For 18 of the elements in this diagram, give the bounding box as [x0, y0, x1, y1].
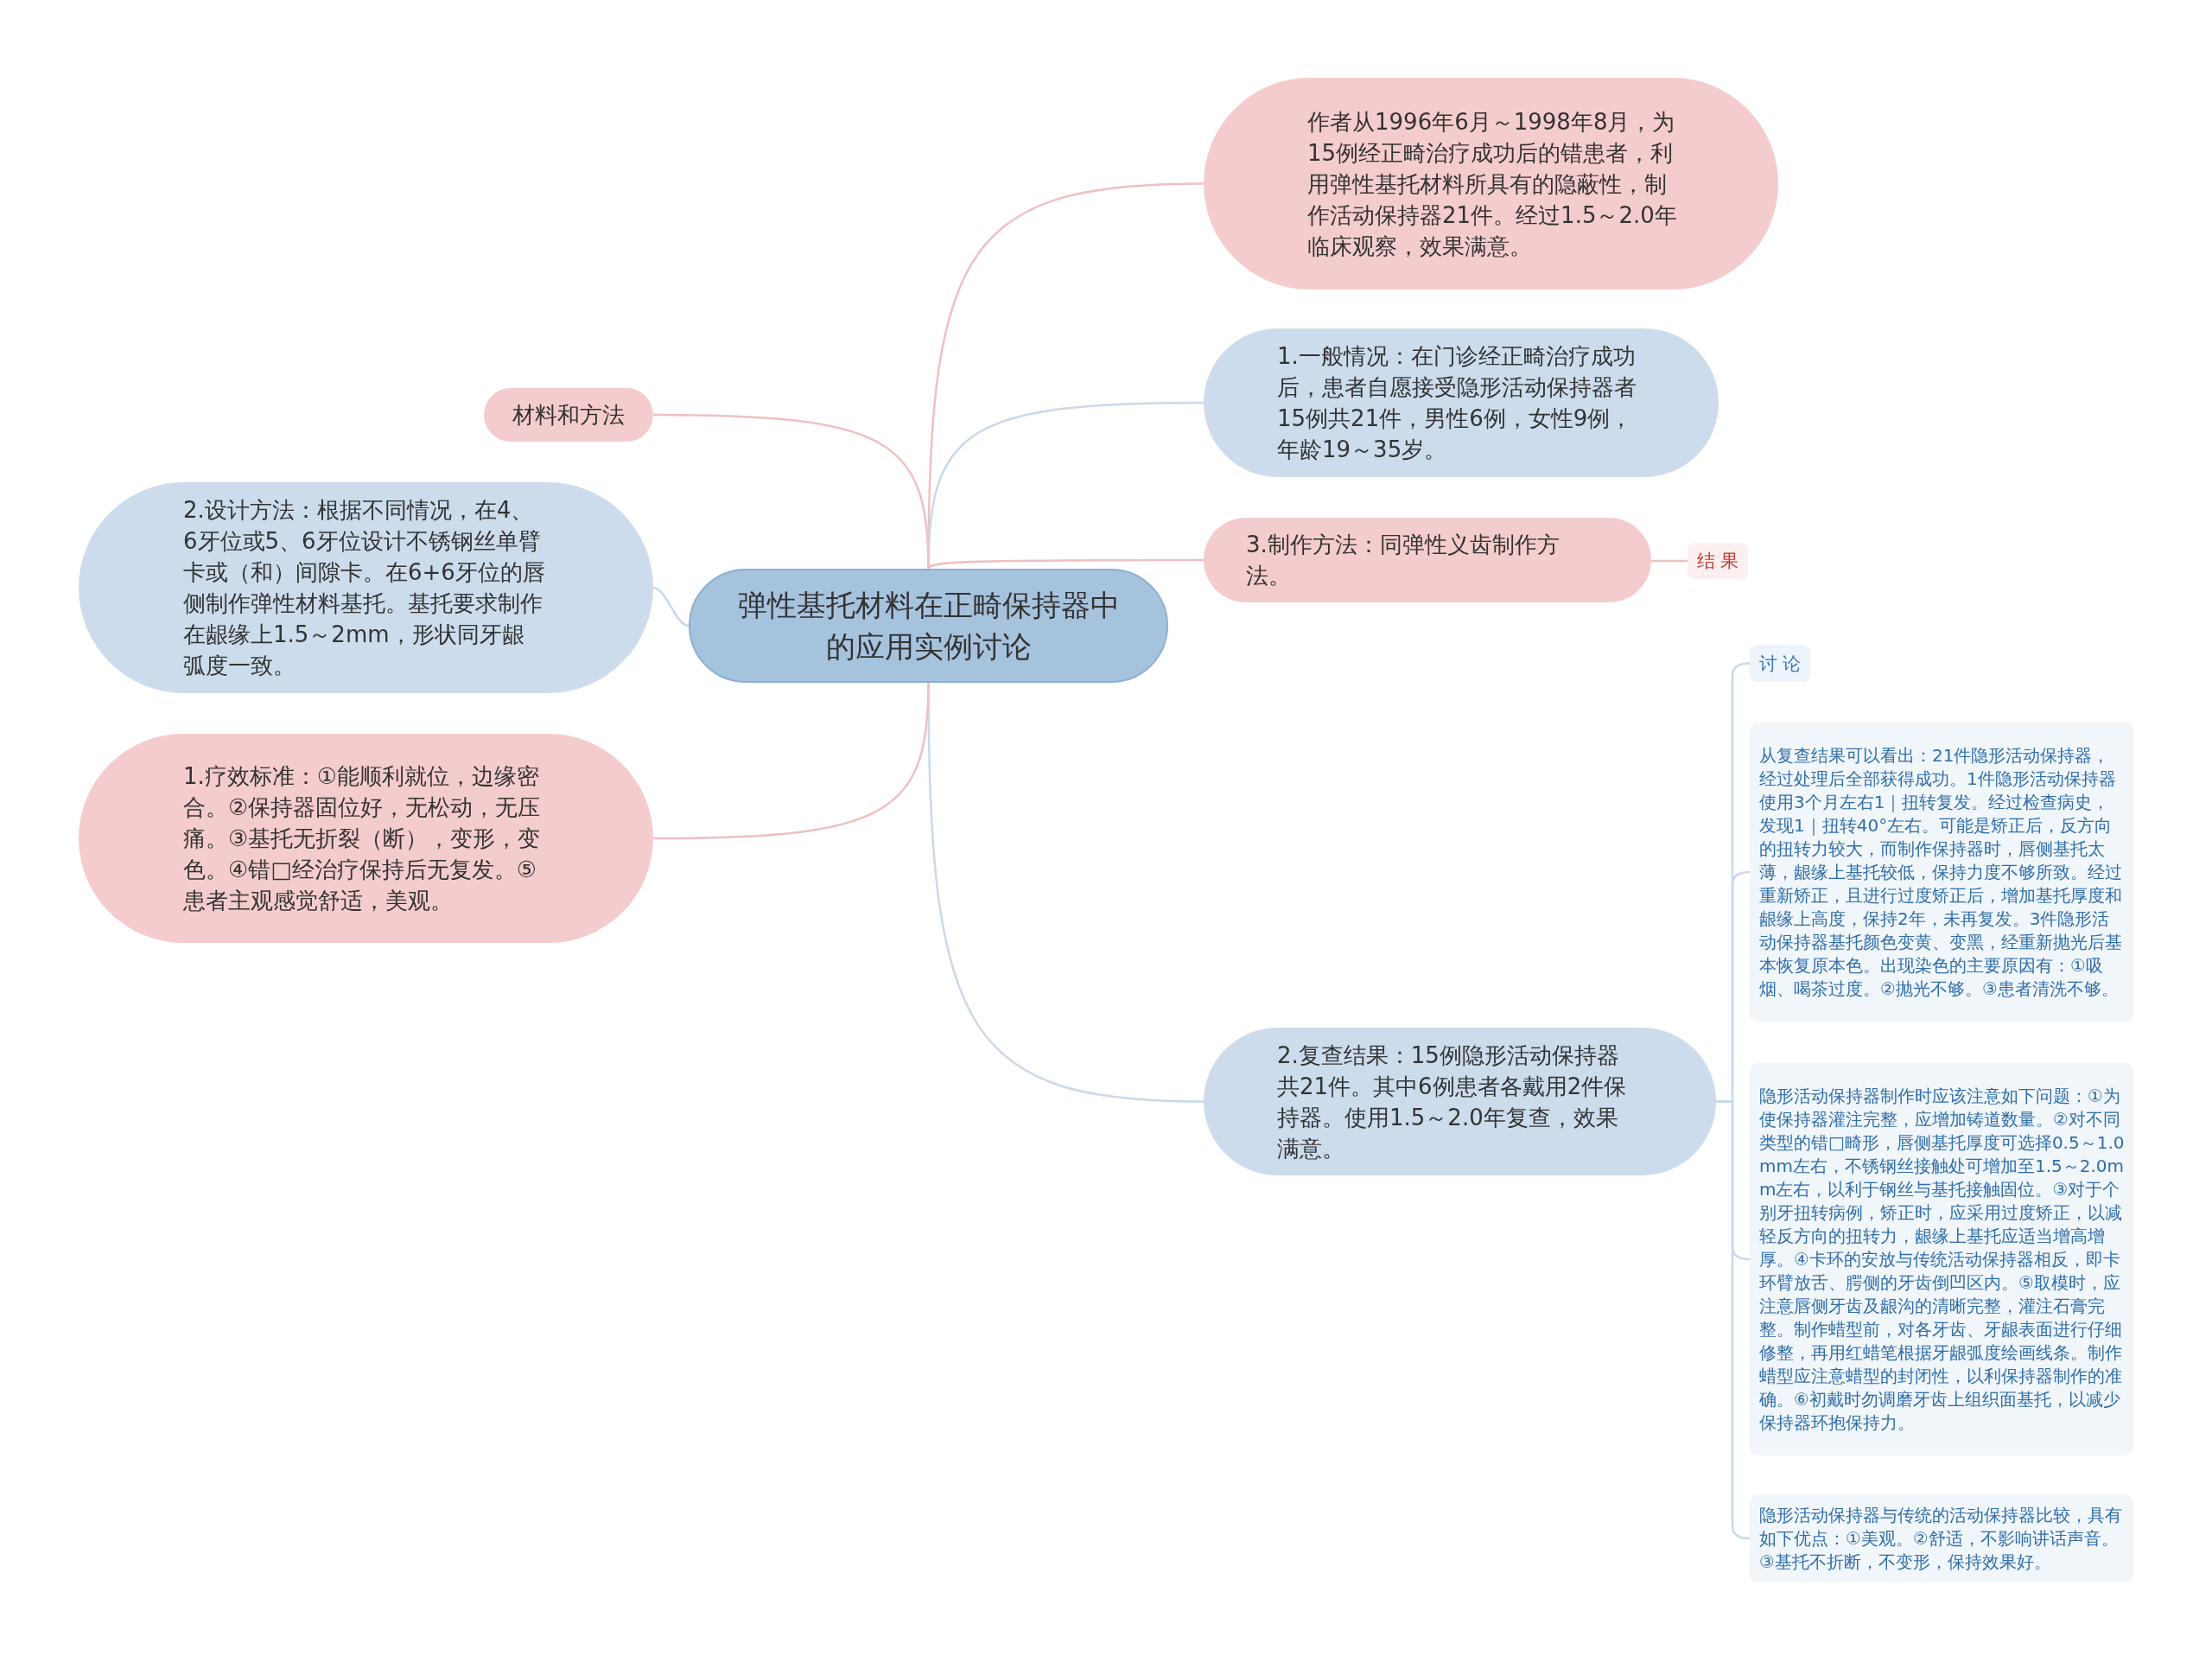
connector-line: [653, 682, 930, 840]
connector-line: [653, 413, 930, 570]
topic-box: 2.复查结果：15例隐形活动保持器共21件。其中6例患者各戴用2件保持器。使用1.5～2.0年复查，效果满意。: [1204, 1028, 1716, 1175]
connector-line: [927, 558, 1204, 570]
subtopic-box: 材料和方法: [484, 388, 653, 442]
topic-box: 2.设计方法：根据不同情况，在4、6牙位或5、6牙位设计不锈钢丝单臂卡或（和）间隙卡。在6+6牙位的唇侧制作弹性材料基托。基托要求制作在龈缘上1.5～2mm，形状同牙龈弧度一致。: [79, 482, 653, 693]
topic-box: 1.疗效标准：①能顺利就位，边缘密合。②保持器固位好，无松动，无压痛。③基托无折裂（断），变形，变色。④错□经治疗保持后无复发。⑤患者主观感觉舒适，美观。: [79, 734, 653, 943]
subtopic-tag: 讨 论: [1750, 645, 1810, 682]
topic-box: 1.一般情况：在门诊经正畸治疗成功后，患者自愿接受隐形活动保持器者15例共21件，男性6例，女性9例，年龄19～35岁。: [1204, 328, 1719, 477]
connector-line: [652, 586, 690, 627]
central-topic-box: 弹性基托材料在正畸保持器中的应用实例讨论: [689, 569, 1168, 683]
note-box: 从复查结果可以看出：21件隐形活动保持器，经过处理后全部获得成功。1件隐形活动保持器使用3个月左右1｜扭转复发。经过检查病史，发现1｜扭转40°左右。可能是矫正后，反方向的扭转力较大，而制作保持器时，唇侧基托太薄，龈缘上基托较低，保持力度不够所致。经过重新矫正，且进行过度矫正后，增加基托厚度和龈缘上高度，保持2年，未再复发。3件隐形活动保持器基托颜色变黄、变黑，经重新抛光后基本恢复原本色。出现染色的主要原因有：①吸烟、喝茶过度。②抛光不够。③患者清洗不够。: [1750, 723, 2133, 1022]
connector-line: [1651, 559, 1688, 563]
topic-box: 作者从1996年6月～1998年8月，为15例经正畸治疗成功后的错患者，利用弹性基托材料所具有的隐蔽性，制作活动保持器21件。经过1.5～2.0年临床观察，效果满意。: [1204, 78, 1778, 290]
note-box: 隐形活动保持器与传统的活动保持器比较，具有如下优点：①美观。②舒适，不影响讲话声音。③基托不折断，不变形，保持效果好。: [1750, 1494, 2133, 1582]
subtopic-tag: 结 果: [1688, 543, 1748, 579]
topic-box: 3.制作方法：同弹性义齿制作方法。: [1204, 518, 1651, 602]
note-box: 隐形活动保持器制作时应该注意如下问题：①为使保持器灌注完整，应增加铸道数量。②对不同类型的错□畸形，唇侧基托厚度可选择0.5～1.0mm左右，不锈钢丝接触处可增加至1.5～2.0mm左右，以利于钢丝与基托接触固位。③对于个别牙扭转病例，矫正时，应采用过度矫正，以减轻反方向的扭转力，龈缘上基托应适当增高增厚。④卡环的安放与传统活动保持器相反，即卡环臂放舌、腭侧的牙齿倒凹区内。⑤取模时，应注意唇侧牙齿及龈沟的清晰完整，灌注石膏完整。制作蜡型前，对各牙齿、牙龈表面进行仔细修整，再用红蜡笔根据牙龈弧度绘画线条。制作蜡型应注意蜡型的封闭性，以利保持器制作的准确。⑥初戴时勿调磨牙齿上组织面基托，以减少保持器环抱保持力。: [1750, 1063, 2133, 1455]
